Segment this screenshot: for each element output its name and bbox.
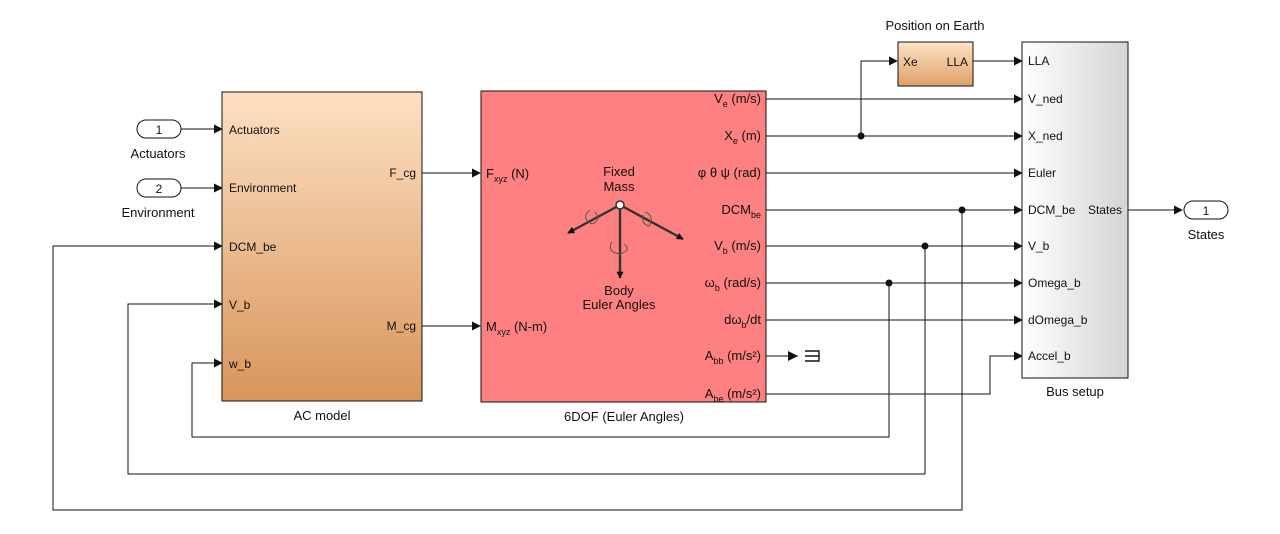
sixdof-input-mxyz: Mxyz (N-m): [486, 319, 547, 337]
inport-actuators[interactable]: 1 Actuators: [131, 119, 186, 161]
outport-label: States: [1188, 227, 1225, 242]
bus-input-label: V_b: [1028, 239, 1050, 253]
sixdof-output-label: Xe (m): [724, 128, 761, 146]
junction-vb: [921, 242, 929, 250]
sixdof-output-label: DCMbe: [721, 202, 761, 220]
inport-label: Actuators: [131, 146, 186, 161]
sixdof-block[interactable]: Fxyz (N) Mxyz (N-m) Ve (m/s) Xe (m) φ θ ψ …: [480, 90, 767, 424]
bus-setup-title: Bus setup: [1046, 384, 1104, 399]
bus-input-label: dOmega_b: [1028, 313, 1088, 327]
junction-omega: [885, 279, 893, 287]
sixdof-output-label: Vb (m/s): [714, 238, 761, 256]
bus-input-label: Accel_b: [1028, 349, 1071, 363]
ac-input-wb: w_b: [228, 357, 251, 371]
ac-input-environment: Environment: [229, 181, 297, 195]
feedback-wb: [191, 283, 890, 438]
ac-input-vb: V_b: [229, 298, 251, 312]
position-output-lla: LLA: [947, 55, 968, 69]
ac-input-actuators: Actuators: [229, 123, 280, 137]
feedback-dcm: [52, 210, 963, 511]
inport-number: 1: [156, 123, 163, 137]
sixdof-outputs: Ve (m/s) Xe (m) φ θ ψ (rad) DCMbe Vb (m/s) ωb…: [698, 91, 762, 404]
inport-label: Environment: [122, 205, 195, 220]
bus-input-label: Omega_b: [1028, 276, 1081, 290]
outport-states[interactable]: 1 States: [1183, 200, 1229, 242]
bus-input-label: DCM_be: [1028, 203, 1076, 217]
signal-lines: [52, 56, 1183, 511]
sixdof-output-label: Abe (m/s²): [705, 386, 761, 404]
sixdof-output-label: Ve (m/s): [714, 91, 761, 109]
bus-input-label: V_ned: [1028, 92, 1063, 106]
ac-model-block[interactable]: Actuators Environment DCM_be V_b w_b F_c…: [221, 91, 423, 423]
sixdof-output-label: φ θ ψ (rad): [698, 165, 761, 180]
feedback-vb: [127, 246, 926, 475]
position-block-title: Position on Earth: [885, 18, 984, 33]
sixdof-title: 6DOF (Euler Angles): [564, 409, 684, 424]
position-input-xe: Xe: [903, 55, 918, 69]
outport-number: 1: [1203, 204, 1210, 218]
fixed-mass-label-line2: Mass: [603, 179, 635, 194]
inport-environment[interactable]: 2 Environment: [122, 178, 195, 220]
terminator-block[interactable]: [788, 350, 820, 362]
bus-input-label: Euler: [1028, 166, 1056, 180]
sixdof-output-label: Abb (m/s²): [705, 348, 761, 366]
euler-axes-icon: Fixed Mass Body Euler Angles: [567, 164, 684, 312]
wire-xe-branch: [860, 56, 898, 136]
body-euler-label-line1: Body: [604, 283, 634, 298]
bus-output-states: States: [1088, 203, 1122, 217]
inport-number: 2: [156, 182, 163, 196]
bus-input-label: LLA: [1028, 54, 1049, 68]
ac-input-dcm-be: DCM_be: [229, 240, 277, 254]
fixed-mass-label-line1: Fixed: [603, 164, 635, 179]
position-on-earth-block[interactable]: Position on Earth Xe LLA: [885, 18, 985, 87]
body-euler-label-line2: Euler Angles: [583, 297, 656, 312]
junctions: [857, 132, 966, 287]
ac-model-title: AC model: [293, 408, 350, 423]
junction-dcm: [958, 206, 966, 214]
ac-output-mcg: M_cg: [387, 319, 416, 333]
sixdof-output-label: dωb/dt: [724, 312, 761, 330]
sixdof-output-label: ωb (rad/s): [705, 275, 761, 293]
ac-output-fcg: F_cg: [389, 166, 416, 180]
junction-xe: [857, 132, 865, 140]
bus-input-label: X_ned: [1028, 129, 1063, 143]
wire-accel: [766, 351, 1023, 395]
sixdof-input-fxyz: Fxyz (N): [486, 166, 529, 184]
